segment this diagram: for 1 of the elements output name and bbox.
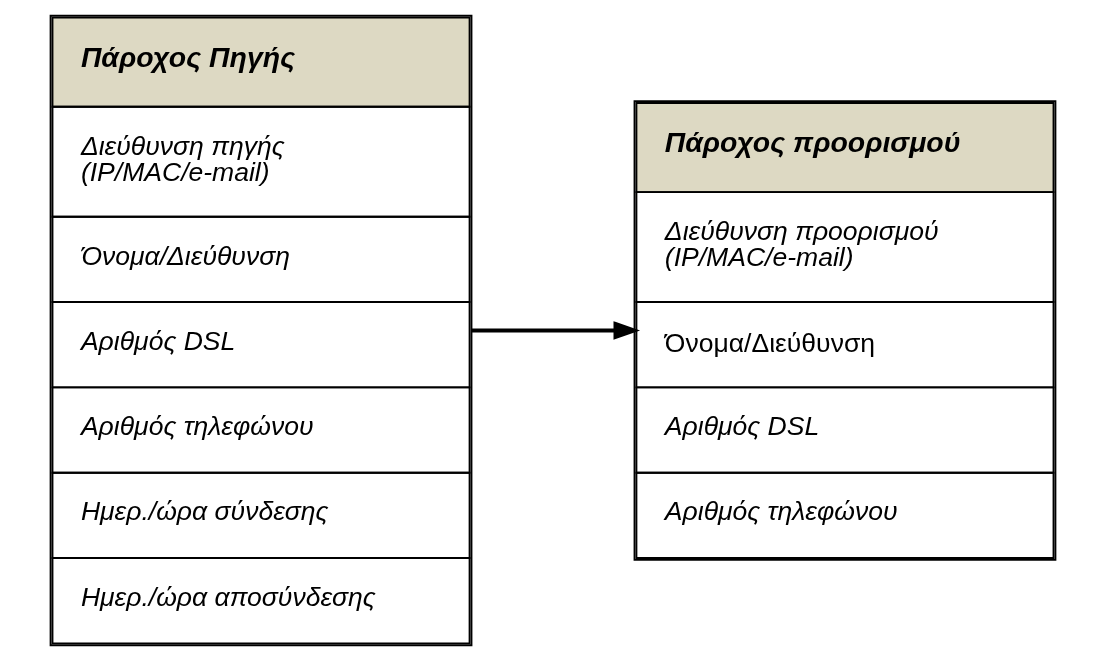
arrow <box>471 321 640 340</box>
